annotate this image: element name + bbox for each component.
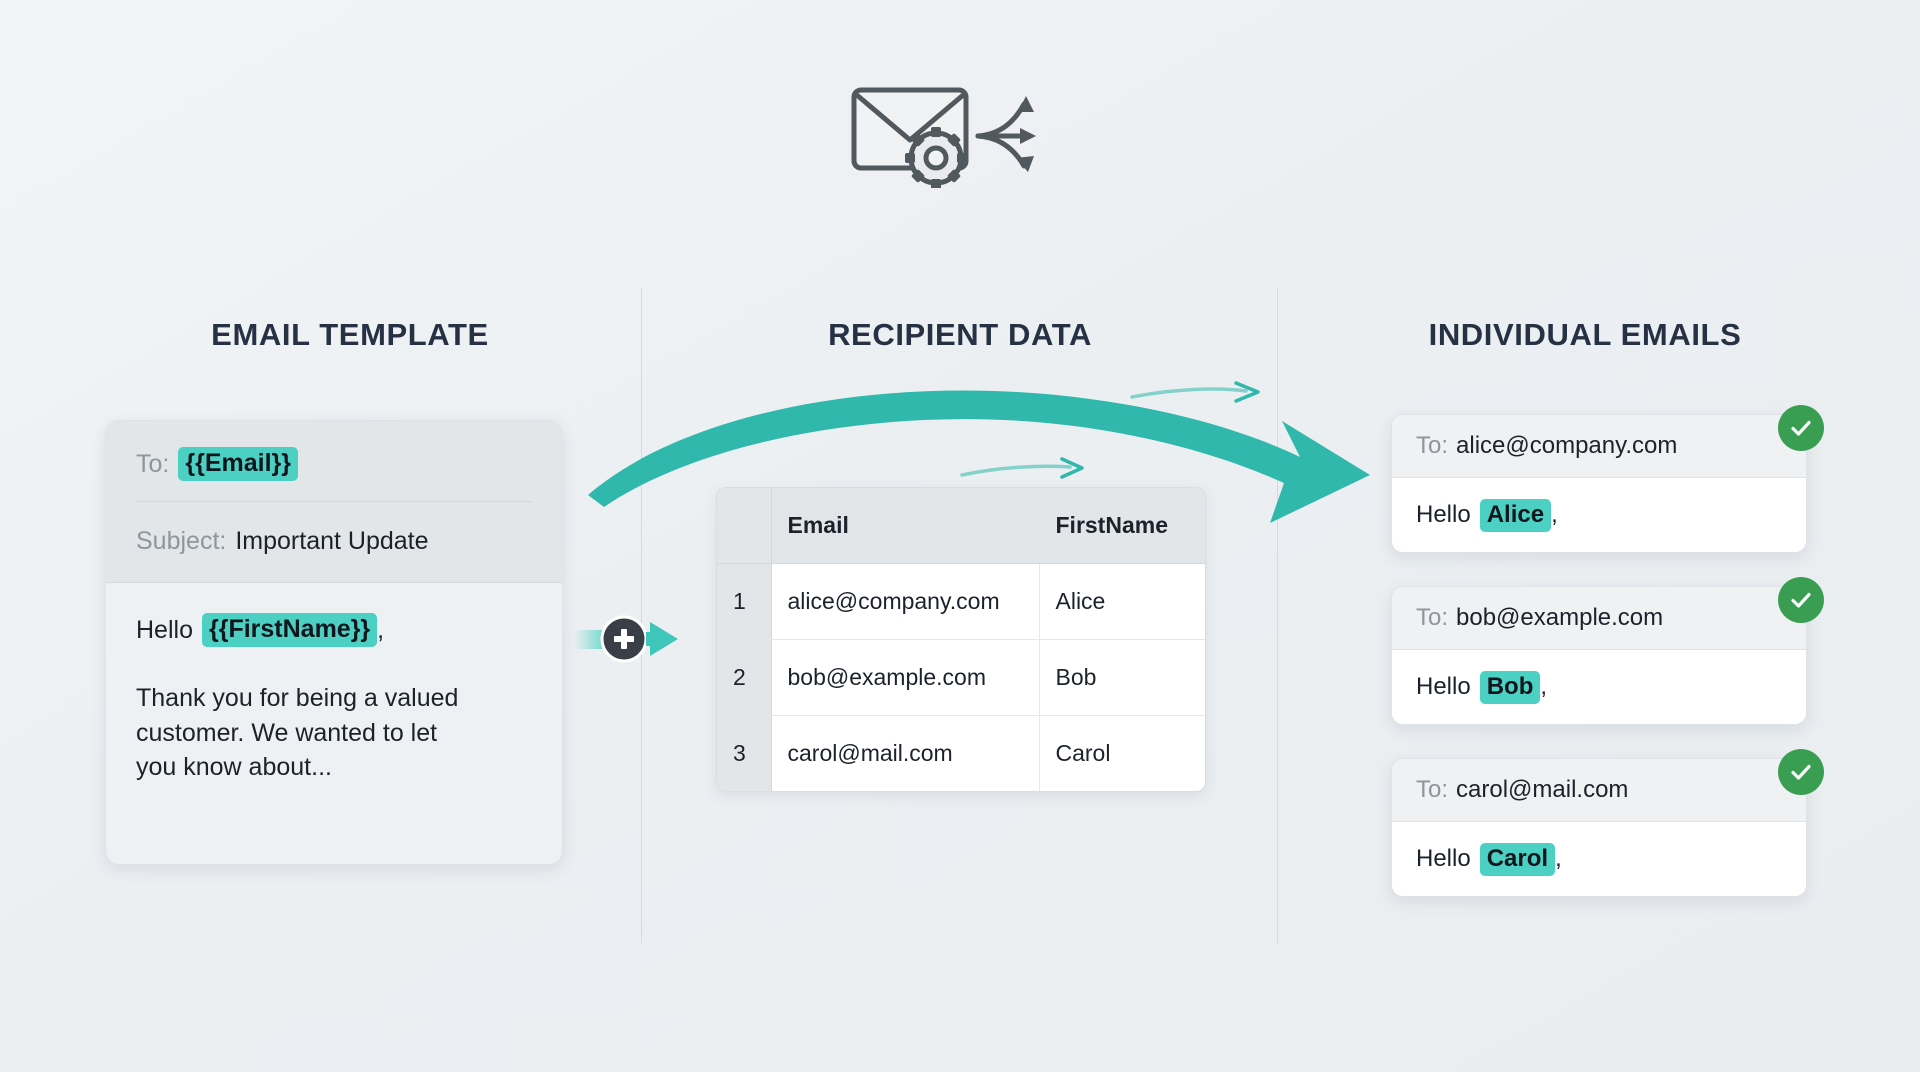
row-number: 1 bbox=[717, 563, 772, 640]
email-greeting-suffix: , bbox=[1551, 501, 1558, 528]
row-number: 3 bbox=[717, 715, 772, 791]
table-header-row: Email FirstName bbox=[717, 488, 1205, 564]
email-card-header: To: alice@company.com bbox=[1392, 415, 1806, 478]
template-greeting-row: Hello {{FirstName}} , bbox=[136, 613, 532, 647]
section-title-individual-emails: INDIVIDUAL EMAILS bbox=[1428, 317, 1742, 352]
email-to-value: bob@example.com bbox=[1456, 604, 1664, 631]
table-header-email: Email bbox=[771, 488, 1039, 564]
table-row[interactable]: 1 alice@company.com Alice bbox=[717, 563, 1205, 640]
email-greeting-prefix: Hello bbox=[1416, 501, 1471, 528]
column-divider-right bbox=[1277, 288, 1278, 943]
template-firstname-token: {{FirstName}} bbox=[201, 613, 378, 647]
email-to-label: To: bbox=[1416, 604, 1449, 631]
section-title-recipient-data: RECIPIENT DATA bbox=[828, 317, 1092, 352]
column-divider-left bbox=[641, 288, 642, 943]
template-subject-row: Subject: Important Update bbox=[136, 502, 532, 562]
email-to-value: carol@mail.com bbox=[1456, 776, 1629, 803]
email-greeting-suffix: , bbox=[1555, 845, 1562, 872]
email-greeting-suffix: , bbox=[1540, 673, 1548, 700]
cell-firstname: Bob bbox=[1038, 639, 1205, 716]
email-merged-name: Alice bbox=[1479, 498, 1552, 532]
template-paragraph: Thank you for being a valued customer. W… bbox=[136, 684, 459, 781]
merge-node bbox=[574, 608, 704, 670]
table-header-firstname: FirstName bbox=[1038, 488, 1205, 564]
email-card-header: To: bob@example.com bbox=[1392, 587, 1806, 650]
template-subject-value: Important Update bbox=[235, 526, 429, 555]
section-title-email-template: EMAIL TEMPLATE bbox=[211, 317, 489, 352]
cell-email: bob@example.com bbox=[771, 639, 1039, 716]
email-card-header: To: carol@mail.com bbox=[1392, 759, 1806, 822]
email-card-body: Hello Bob , bbox=[1392, 650, 1806, 724]
template-greeting-suffix: , bbox=[377, 615, 385, 644]
template-email-token: {{Email}} bbox=[178, 447, 298, 481]
individual-email-card: To: carol@mail.com Hello Carol , bbox=[1391, 758, 1807, 897]
table-row[interactable]: 2 bob@example.com Bob bbox=[717, 639, 1205, 716]
individual-email-card: To: bob@example.com Hello Bob , bbox=[1391, 586, 1807, 725]
email-merged-name: Bob bbox=[1479, 670, 1541, 704]
email-greeting-prefix: Hello bbox=[1416, 845, 1471, 872]
email-card-body: Hello Carol , bbox=[1392, 822, 1806, 896]
email-card-body: Hello Alice , bbox=[1392, 478, 1806, 552]
cell-email: alice@company.com bbox=[771, 563, 1039, 640]
template-subject-label: Subject: bbox=[136, 526, 227, 555]
template-to-row: To: {{Email}} bbox=[136, 443, 532, 502]
email-to-value: alice@company.com bbox=[1456, 432, 1678, 459]
plus-icon bbox=[600, 615, 648, 663]
envelope-gear-arrows-icon bbox=[848, 78, 1068, 189]
template-to-label: To: bbox=[136, 449, 170, 478]
check-circle-icon bbox=[1778, 405, 1824, 451]
email-greeting-prefix: Hello bbox=[1416, 673, 1471, 700]
table-row[interactable]: 3 carol@mail.com Carol bbox=[717, 715, 1205, 791]
cell-email: carol@mail.com bbox=[771, 715, 1039, 791]
email-template-header: To: {{Email}} Subject: Important Update bbox=[106, 421, 562, 583]
individual-email-card: To: alice@company.com Hello Alice , bbox=[1391, 414, 1807, 553]
cell-firstname: Carol bbox=[1038, 715, 1205, 791]
email-template-body: Hello {{FirstName}} , Thank you for bein… bbox=[106, 583, 562, 785]
table-header-rownum bbox=[717, 488, 772, 564]
email-merged-name: Carol bbox=[1479, 842, 1556, 876]
cell-firstname: Alice bbox=[1038, 563, 1205, 640]
check-circle-icon bbox=[1778, 749, 1824, 795]
recipient-data-table: Email FirstName 1 alice@company.com Alic… bbox=[716, 487, 1206, 792]
check-circle-icon bbox=[1778, 577, 1824, 623]
email-to-label: To: bbox=[1416, 776, 1449, 803]
email-template-card: To: {{Email}} Subject: Important Update … bbox=[105, 420, 563, 865]
email-to-label: To: bbox=[1416, 432, 1449, 459]
row-number: 2 bbox=[717, 639, 772, 716]
template-greeting-prefix: Hello bbox=[136, 615, 193, 644]
